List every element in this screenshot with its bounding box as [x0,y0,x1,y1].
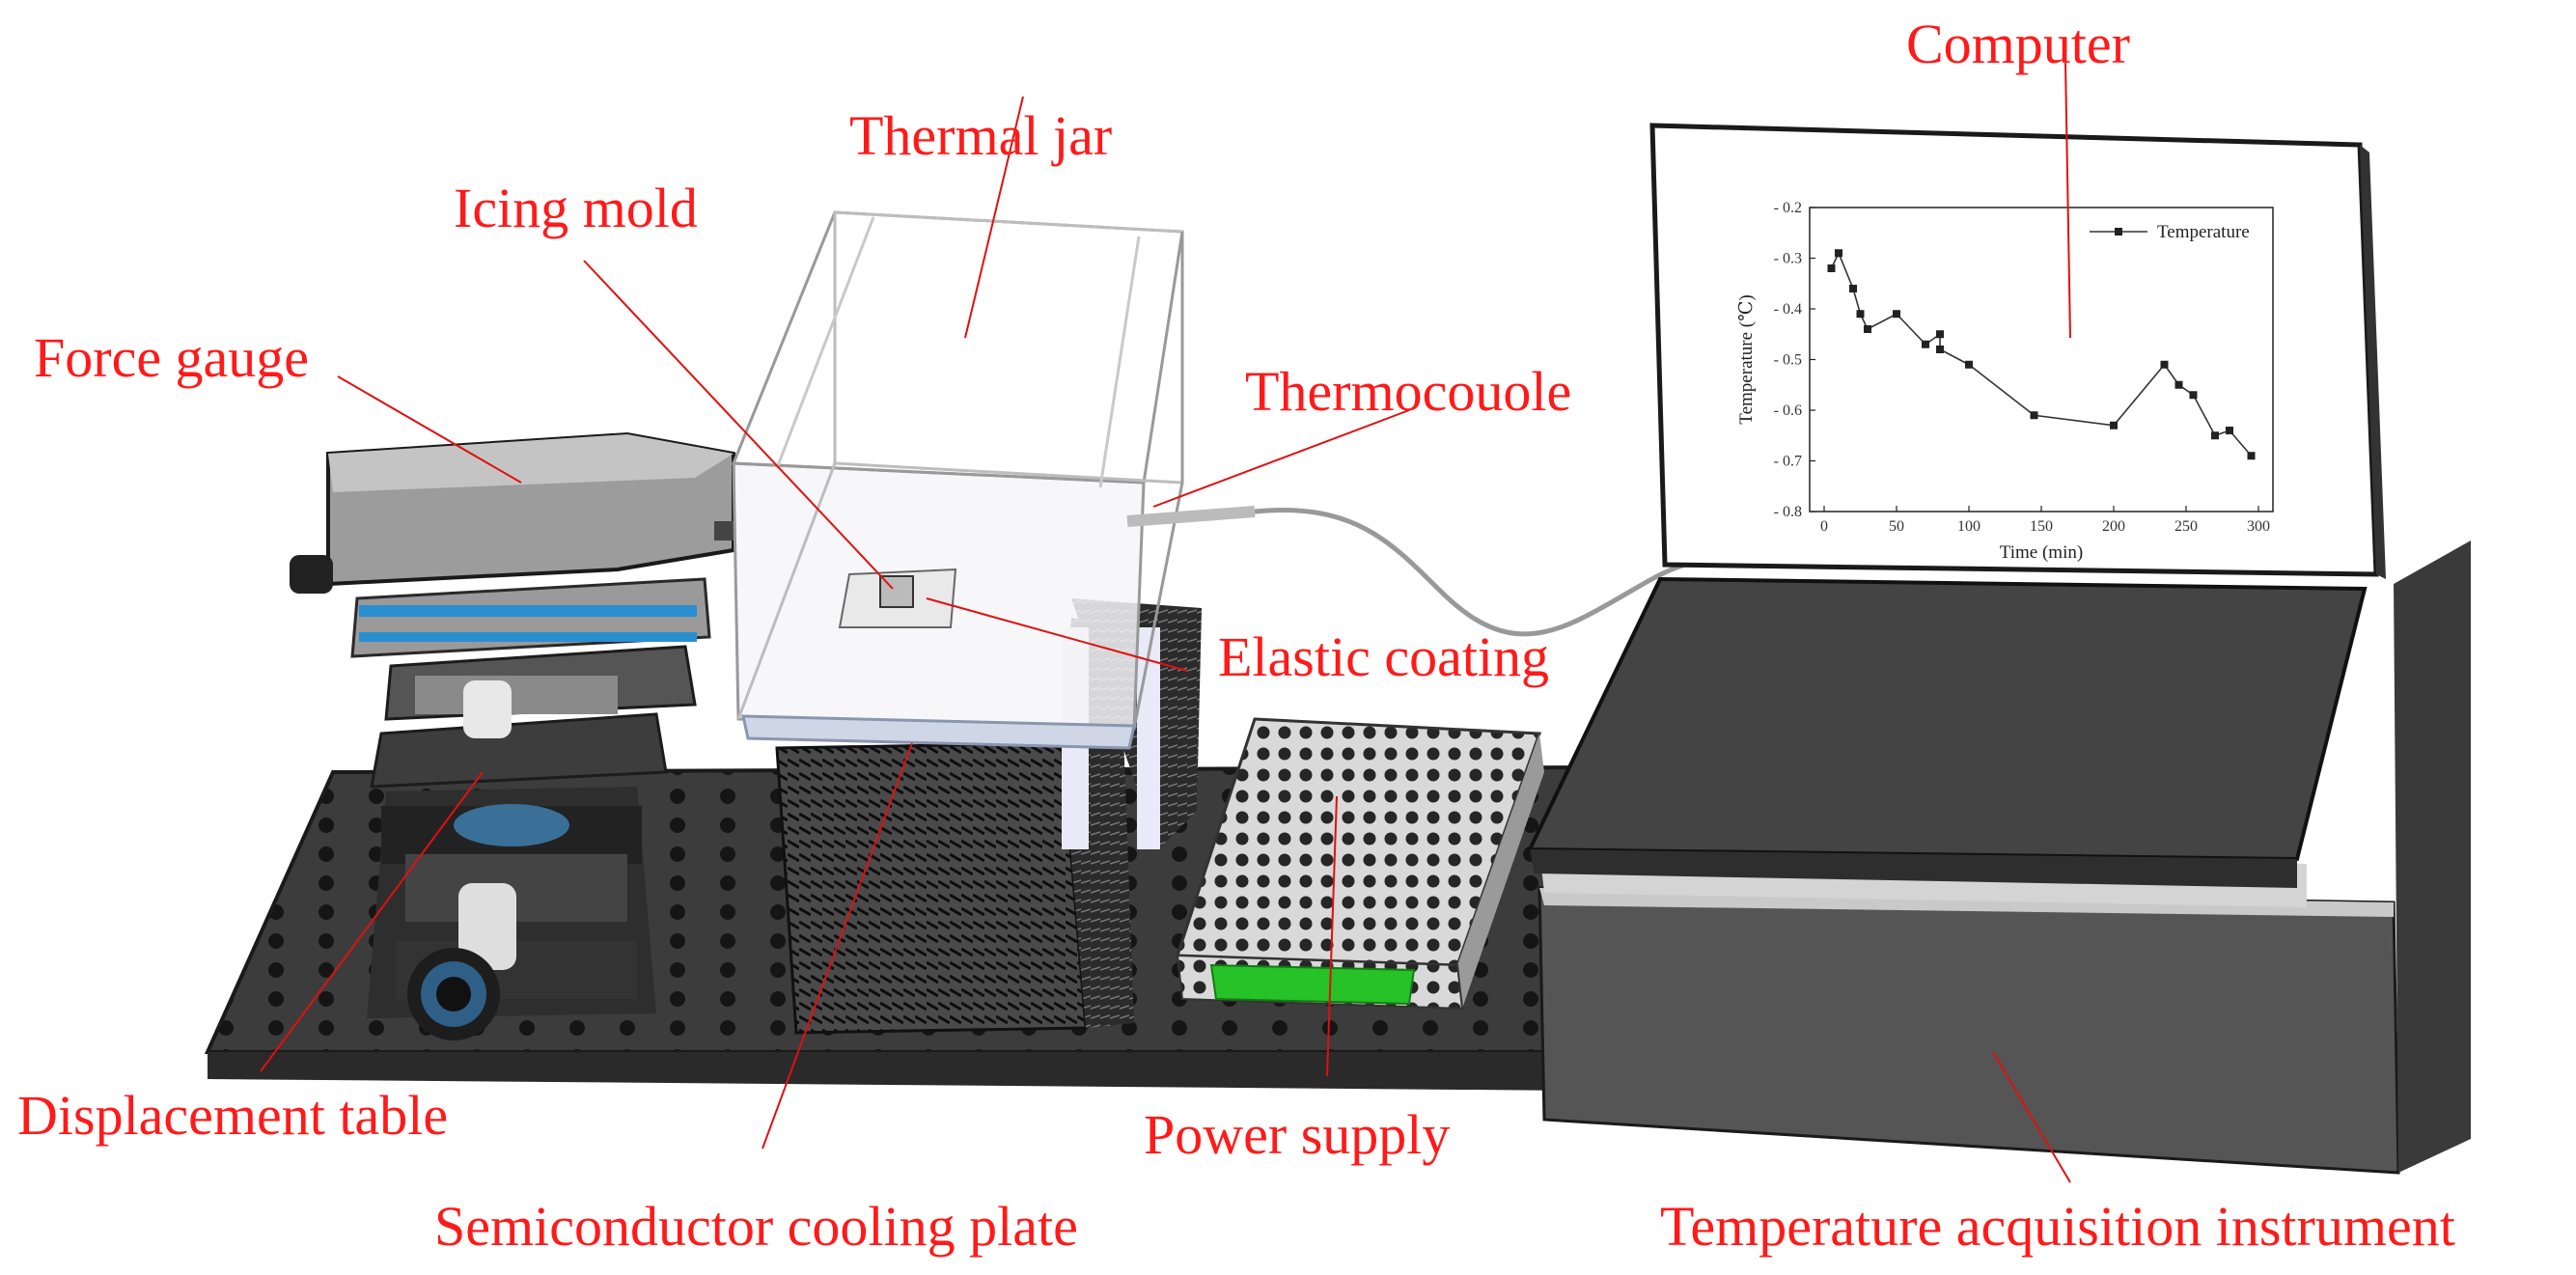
legend-label: Temperature [2157,222,2250,242]
y-tick-label: - 0.5 [1774,352,1802,369]
legend-marker [2115,228,2122,236]
y-axis-label: Temperature (℃) [1736,294,1757,424]
label-displacement-table: Displacement table [17,1084,448,1147]
data-point [2174,380,2183,389]
x-tick-label: 200 [2102,518,2125,535]
power-supply [1175,717,1544,1011]
data-point [1922,340,1929,348]
data-point [2110,421,2118,430]
data-point [1893,310,1900,319]
x-axis-label: Time (min) [2000,542,2083,563]
leader-elastic-coating [926,597,1188,672]
y-tick-label: - 0.2 [1774,200,1802,216]
leader-power-supply [1326,795,1338,1077]
x-tick-label: 50 [1889,518,1904,535]
label-force-gauge: Force gauge [34,326,309,389]
leader-thermal-jar [964,96,1024,339]
label-elastic-coating: Elastic coating [1218,625,1549,688]
thermocouple-cable [1126,506,1719,637]
x-tick-label: 300 [2247,518,2270,535]
x-tick-label: 0 [1820,518,1828,535]
data-point [2211,431,2219,440]
icing-mold [838,568,957,628]
data-point [1936,330,1944,339]
data-point [1864,325,1871,333]
x-tick-label: 100 [1957,518,1980,535]
data-point [1835,249,1842,258]
laptop-base [1526,576,2368,888]
leader-computer [2064,62,2071,339]
labels: Computer Thermal jar Icing mold Force ga… [17,13,2455,1258]
y-tick-label: - 0.6 [1774,402,1802,419]
data-point [1936,346,1944,353]
computer-screen [1649,123,2386,579]
data-point [2160,360,2169,369]
label-power-supply: Power supply [1144,1103,1450,1166]
leader-lines [260,62,2071,1183]
temperature-chart: 0 50 100 150 200 250 300 - 0.8 - 0.7 - 0.6 - 0.5 - … [1736,200,2274,563]
leader-temperature-acquisition-instrument [1992,1051,2071,1183]
label-thermal-jar: Thermal jar [849,104,1112,167]
data-point [2226,427,2233,434]
data-point [1856,310,1865,319]
thermal-jar [731,210,1184,750]
label-icing-mold: Icing mold [454,177,698,239]
data-point [2247,452,2256,460]
label-semiconductor-cooling-plate: Semiconductor cooling plate [434,1195,1078,1258]
leader-force-gauge [337,375,522,484]
leader-thermocouple [1152,409,1410,508]
data-point [2189,391,2198,400]
data-point [1827,264,1836,272]
force-gauge [290,431,735,594]
y-tick-label: - 0.7 [1774,454,1802,470]
data-point [1965,360,1973,369]
series-line-temperature [1830,251,2253,457]
label-thermocouple: Thermocouole [1245,360,1571,423]
label-temperature-acquisition-instrument: Temperature acquisition instrument [1660,1195,2455,1258]
x-tick-label: 250 [2174,518,2198,535]
leader-icing-mold [583,260,894,590]
leader-displacement-table [260,771,484,1072]
y-tick-label: - 0.8 [1774,504,1802,520]
x-tick-label: 150 [2030,518,2053,535]
leader-semiconductor-cooling-plate [762,742,913,1150]
label-computer: Computer [1906,13,2130,75]
y-tick-label: - 0.3 [1774,251,1802,267]
data-point [1849,285,1857,292]
data-point [2030,411,2038,420]
displacement-table [350,577,711,1040]
y-tick-label: - 0.4 [1774,301,1802,318]
